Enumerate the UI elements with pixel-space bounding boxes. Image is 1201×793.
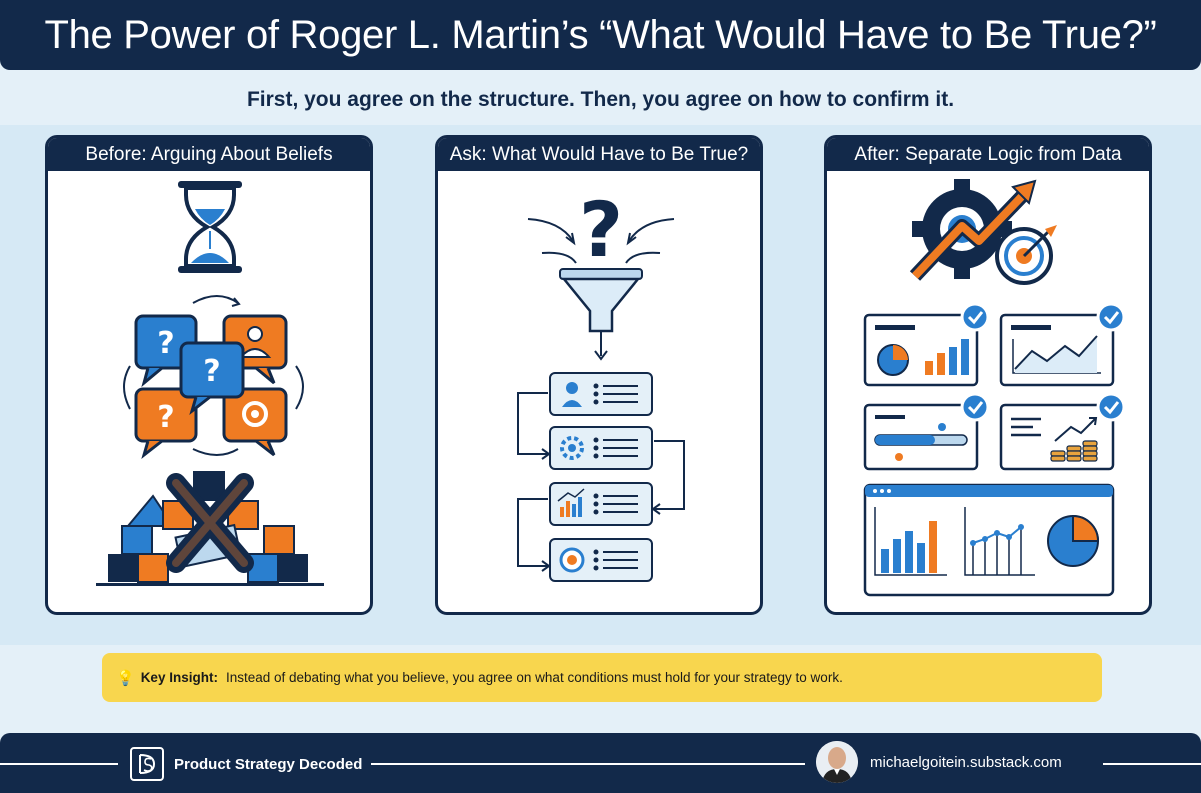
panel-ask: Ask: What Would Have to Be True? ? bbox=[435, 135, 763, 615]
svg-text:?: ? bbox=[203, 354, 220, 389]
panel-after: After: Separate Logic from Data bbox=[824, 135, 1152, 615]
svg-text:?: ? bbox=[157, 400, 174, 435]
svg-text:?: ? bbox=[157, 326, 174, 361]
key-insight-banner: 💡 Key Insight: Instead of debating what … bbox=[102, 653, 1102, 702]
footer-divider-left bbox=[0, 763, 118, 765]
panel-after-illustration bbox=[863, 179, 1126, 597]
hourglass-icon bbox=[178, 181, 242, 273]
key-insight-text: Instead of debating what you believe, yo… bbox=[225, 670, 843, 685]
footer-divider-right bbox=[1103, 763, 1201, 765]
condition-checklist-icon bbox=[517, 372, 685, 582]
panel-ask-heading: Ask: What Would Have to Be True? bbox=[438, 138, 760, 171]
footer-url: michaelgoitein.substack.com bbox=[870, 753, 1062, 771]
panel-after-heading: After: Separate Logic from Data bbox=[827, 138, 1149, 171]
author-avatar bbox=[816, 741, 858, 783]
page-title: The Power of Roger L. Martin’s “What Wou… bbox=[44, 12, 1157, 57]
verified-charts-icon bbox=[863, 302, 1126, 471]
footer: Product Strategy Decoded michaelgoitein.… bbox=[0, 733, 1201, 793]
panel-ask-illustration: ? bbox=[517, 185, 685, 582]
page-subtitle: First, you agree on the structure. Then,… bbox=[246, 88, 955, 111]
footer-brand[interactable]: Product Strategy Decoded bbox=[130, 747, 362, 781]
footer-brand-name: Product Strategy Decoded bbox=[174, 755, 363, 773]
dashboard-icon bbox=[863, 483, 1115, 597]
key-insight-label: Key Insight: bbox=[140, 670, 218, 685]
svg-text:?: ? bbox=[579, 185, 623, 274]
panel-before-illustration: ? ? ? bbox=[96, 181, 324, 586]
title-bar: The Power of Roger L. Martin’s “What Wou… bbox=[0, 0, 1201, 70]
panel-before-heading: Before: Arguing About Beliefs bbox=[48, 138, 370, 171]
lightbulb-icon: 💡 bbox=[116, 669, 135, 687]
brand-logo-icon bbox=[130, 747, 164, 781]
footer-divider-middle bbox=[371, 763, 805, 765]
panel-before: Before: Arguing About Beliefs ? bbox=[45, 135, 373, 615]
speech-bubbles-cycle-icon: ? ? ? bbox=[123, 295, 304, 460]
funnel-icon bbox=[527, 218, 675, 361]
question-mark-icon: ? bbox=[579, 185, 623, 274]
gear-growth-target-icon bbox=[909, 179, 1057, 285]
broken-blocks-x-icon bbox=[96, 471, 324, 586]
footer-link[interactable]: michaelgoitein.substack.com bbox=[816, 741, 1062, 783]
